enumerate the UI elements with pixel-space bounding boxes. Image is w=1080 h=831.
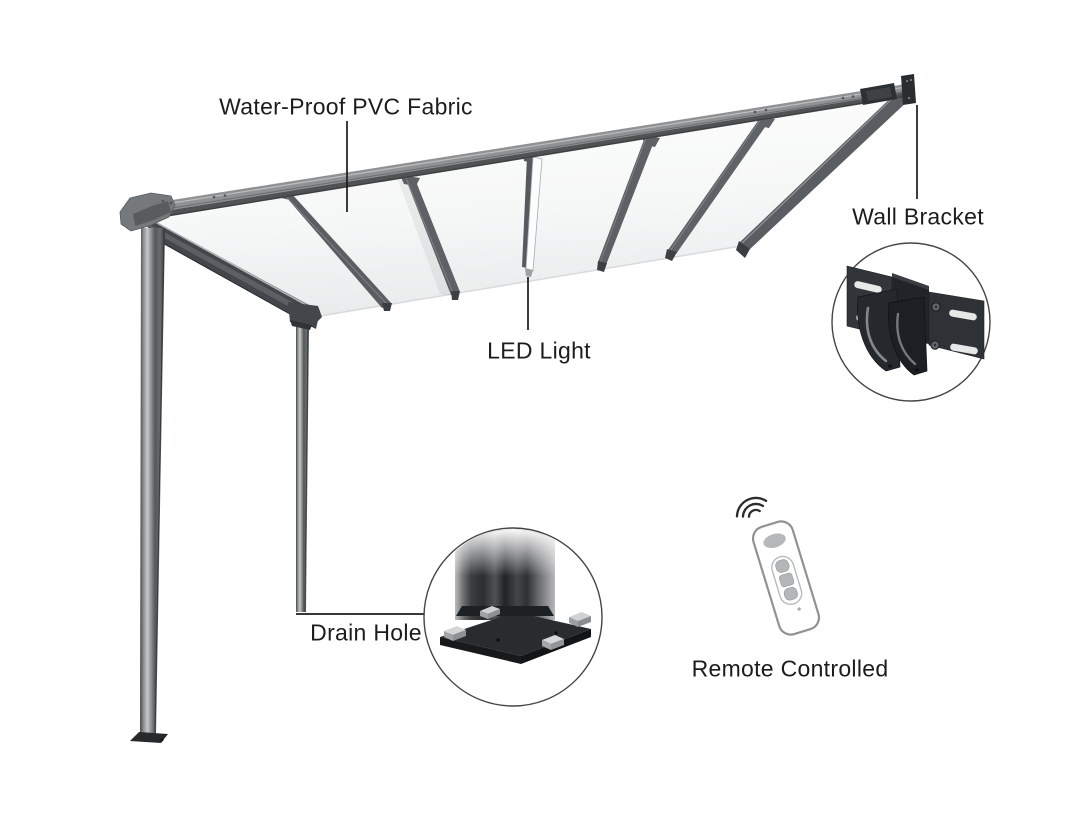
remote-led-window xyxy=(763,533,786,549)
wall-bracket-callout xyxy=(831,242,991,402)
wall-bracket-detail xyxy=(846,265,985,376)
callout-lines xyxy=(296,105,918,615)
remote-button-stop xyxy=(779,572,795,588)
rafter xyxy=(665,116,775,261)
drain-hole-label: Drain Hole xyxy=(310,619,422,646)
led-light-label: LED Light xyxy=(487,337,591,364)
remote-body xyxy=(751,520,821,636)
front-post xyxy=(288,302,322,613)
remote-controlled-label: Remote Controlled xyxy=(691,655,889,682)
wall-mount-plate xyxy=(901,74,916,105)
remote-button-up xyxy=(775,559,790,573)
fabric-label: Water-Proof PVC Fabric xyxy=(219,93,473,120)
base-feet xyxy=(444,606,591,650)
drain-hole-detail xyxy=(440,529,591,664)
motor-clamp xyxy=(860,83,897,105)
signal-waves-icon xyxy=(735,496,768,518)
rail-end-cap xyxy=(288,302,322,327)
side-rail xyxy=(146,218,320,329)
front-beam xyxy=(146,74,916,220)
left-post xyxy=(130,228,168,743)
rafters xyxy=(276,116,775,311)
wall-bracket-label: Wall Bracket xyxy=(852,203,984,230)
corner-cap xyxy=(119,192,176,232)
drain-hole-callout xyxy=(423,527,603,707)
remote-control-illustration xyxy=(735,496,821,636)
post-foot xyxy=(130,732,168,743)
beam-rivets xyxy=(212,95,855,199)
edge-beam xyxy=(736,89,911,258)
remote-button-down xyxy=(783,587,798,601)
rafter xyxy=(400,175,460,300)
